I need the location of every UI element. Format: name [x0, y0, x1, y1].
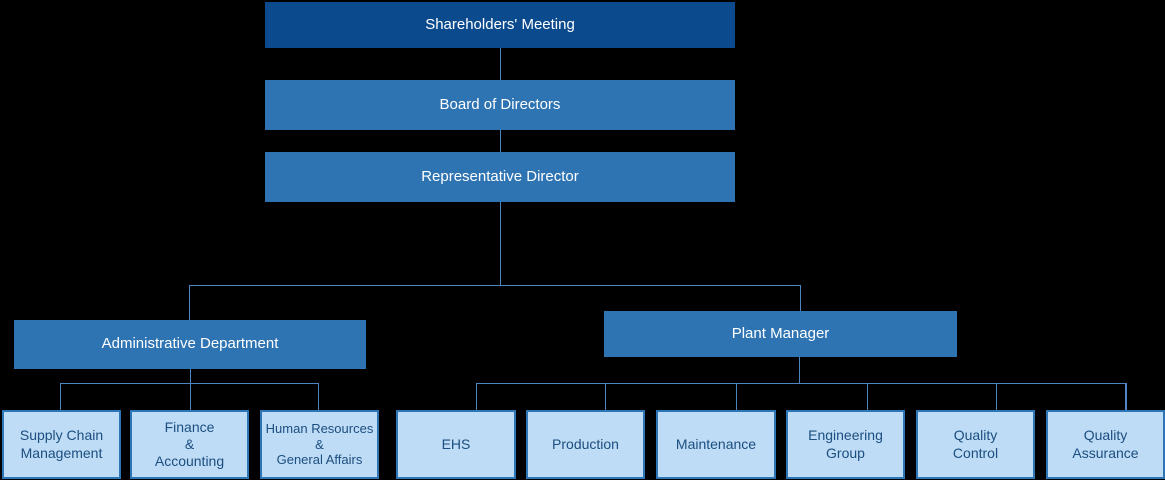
connector-drop-quality-control	[996, 383, 997, 410]
node-shareholders-meeting: Shareholders' Meeting	[265, 2, 735, 48]
node-quality-assurance: Quality Assurance	[1046, 410, 1165, 479]
connector-drop-ehs	[476, 383, 477, 410]
node-administrative-department: Administrative Department	[14, 320, 366, 369]
connector-drop-supply-chain	[60, 383, 61, 410]
node-human-resources-general-affairs: Human Resources & General Affairs	[260, 410, 379, 479]
connector-drop-quality-assurance	[1125, 383, 1127, 410]
node-quality-control: Quality Control	[916, 410, 1035, 479]
node-finance-accounting: Finance & Accounting	[130, 410, 249, 479]
connector-plant-trunk	[799, 357, 800, 383]
node-ehs: EHS	[396, 410, 516, 479]
node-plant-manager: Plant Manager	[604, 311, 957, 357]
connector-representative-trunk	[500, 202, 501, 285]
connector-split-horizontal	[189, 285, 801, 286]
connector-drop-plant-manager	[800, 285, 801, 311]
connector-drop-production	[605, 383, 606, 410]
node-board-of-directors: Board of Directors	[265, 80, 735, 130]
connector-shareholders-board	[500, 48, 501, 80]
connector-board-representative	[500, 130, 501, 152]
connector-admin-horizontal	[60, 383, 319, 384]
node-maintenance: Maintenance	[656, 410, 776, 479]
connector-drop-human-resources	[318, 383, 319, 410]
connector-drop-maintenance	[736, 383, 737, 410]
connector-plant-horizontal	[476, 383, 1127, 384]
connector-drop-administrative	[189, 285, 190, 320]
connector-drop-engineering	[867, 383, 868, 410]
node-representative-director: Representative Director	[265, 152, 735, 202]
connector-admin-trunk	[190, 369, 191, 410]
node-supply-chain-management: Supply Chain Management	[2, 410, 121, 479]
node-production: Production	[526, 410, 645, 479]
node-engineering-group: Engineering Group	[786, 410, 905, 479]
